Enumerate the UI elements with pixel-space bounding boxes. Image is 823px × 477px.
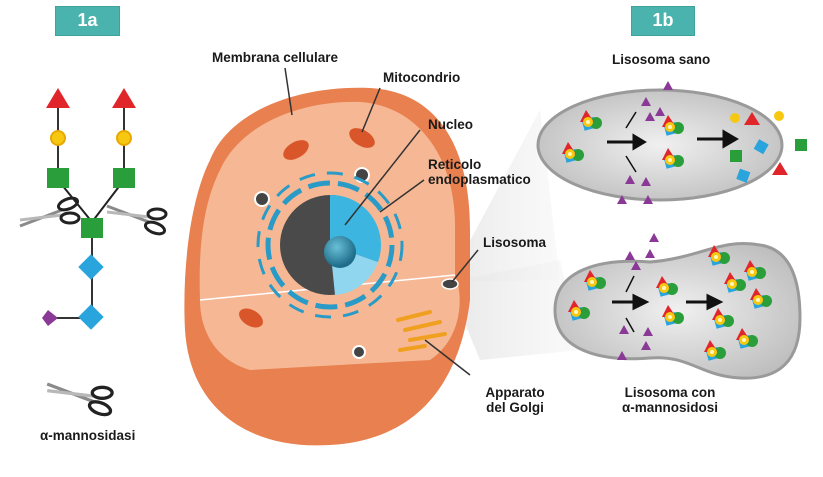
label-golgi-line1: Apparato bbox=[485, 385, 545, 400]
label-membrane: Membrana cellulare bbox=[212, 50, 339, 65]
panel-1b-badge: 1b bbox=[631, 6, 695, 36]
label-mitochondrion: Mitocondrio bbox=[383, 70, 461, 85]
mannose-icon bbox=[78, 254, 104, 280]
sugar-icon bbox=[42, 310, 58, 326]
endoplasmic-reticulum bbox=[256, 171, 404, 319]
diseased-lysosome-title: Lisosoma con α-mannosidosi bbox=[600, 385, 740, 415]
label-lysosome: Lisosoma bbox=[483, 235, 547, 250]
diseased-lysosome bbox=[553, 233, 802, 380]
projection-funnel bbox=[448, 260, 580, 360]
glcnac-icon bbox=[81, 218, 103, 238]
label-er-line2: endoplasmatico bbox=[428, 172, 531, 187]
golgi-apparatus bbox=[396, 310, 447, 352]
mitochondrion bbox=[239, 308, 263, 328]
diseased-title-line1: Lisosoma con bbox=[624, 385, 716, 400]
label-golgi: Apparato del Golgi bbox=[470, 385, 560, 415]
nucleolus bbox=[324, 236, 356, 268]
leader-lines bbox=[284, 67, 479, 376]
fucose-icon bbox=[112, 88, 136, 108]
healthy-lysosome bbox=[536, 81, 807, 204]
scissors-icon bbox=[18, 194, 81, 228]
label-er-line1: Reticolo bbox=[428, 157, 482, 172]
mitochondrion bbox=[349, 128, 375, 148]
enzyme-label: α-mannosidasi bbox=[40, 428, 136, 443]
glcnac-icon bbox=[47, 168, 69, 188]
glycan-structure bbox=[18, 88, 168, 330]
label-nucleus: Nucleo bbox=[428, 117, 474, 132]
vesicle bbox=[254, 191, 270, 207]
scissors-icon bbox=[45, 382, 114, 419]
mannose-icon bbox=[78, 304, 104, 330]
projection-funnel bbox=[448, 110, 560, 282]
vesicle bbox=[352, 345, 366, 359]
label-er: Reticolo endoplasmatico bbox=[428, 157, 531, 187]
galactose-icon bbox=[50, 130, 66, 146]
panel-1a-badge: 1a bbox=[55, 6, 120, 36]
label-golgi-line2: del Golgi bbox=[486, 400, 544, 415]
healthy-lysosome-title: Lisosoma sano bbox=[612, 52, 711, 67]
fucose-icon bbox=[46, 88, 70, 108]
mitochondrion bbox=[283, 140, 309, 160]
diseased-title-line2: α-mannosidosi bbox=[621, 400, 719, 415]
endoplasmic-reticulum bbox=[265, 180, 395, 310]
scissors-icon bbox=[105, 204, 168, 238]
glcnac-icon bbox=[113, 168, 135, 188]
galactose-icon bbox=[116, 130, 132, 146]
cell bbox=[184, 87, 471, 446]
lysosome-small bbox=[441, 278, 459, 290]
